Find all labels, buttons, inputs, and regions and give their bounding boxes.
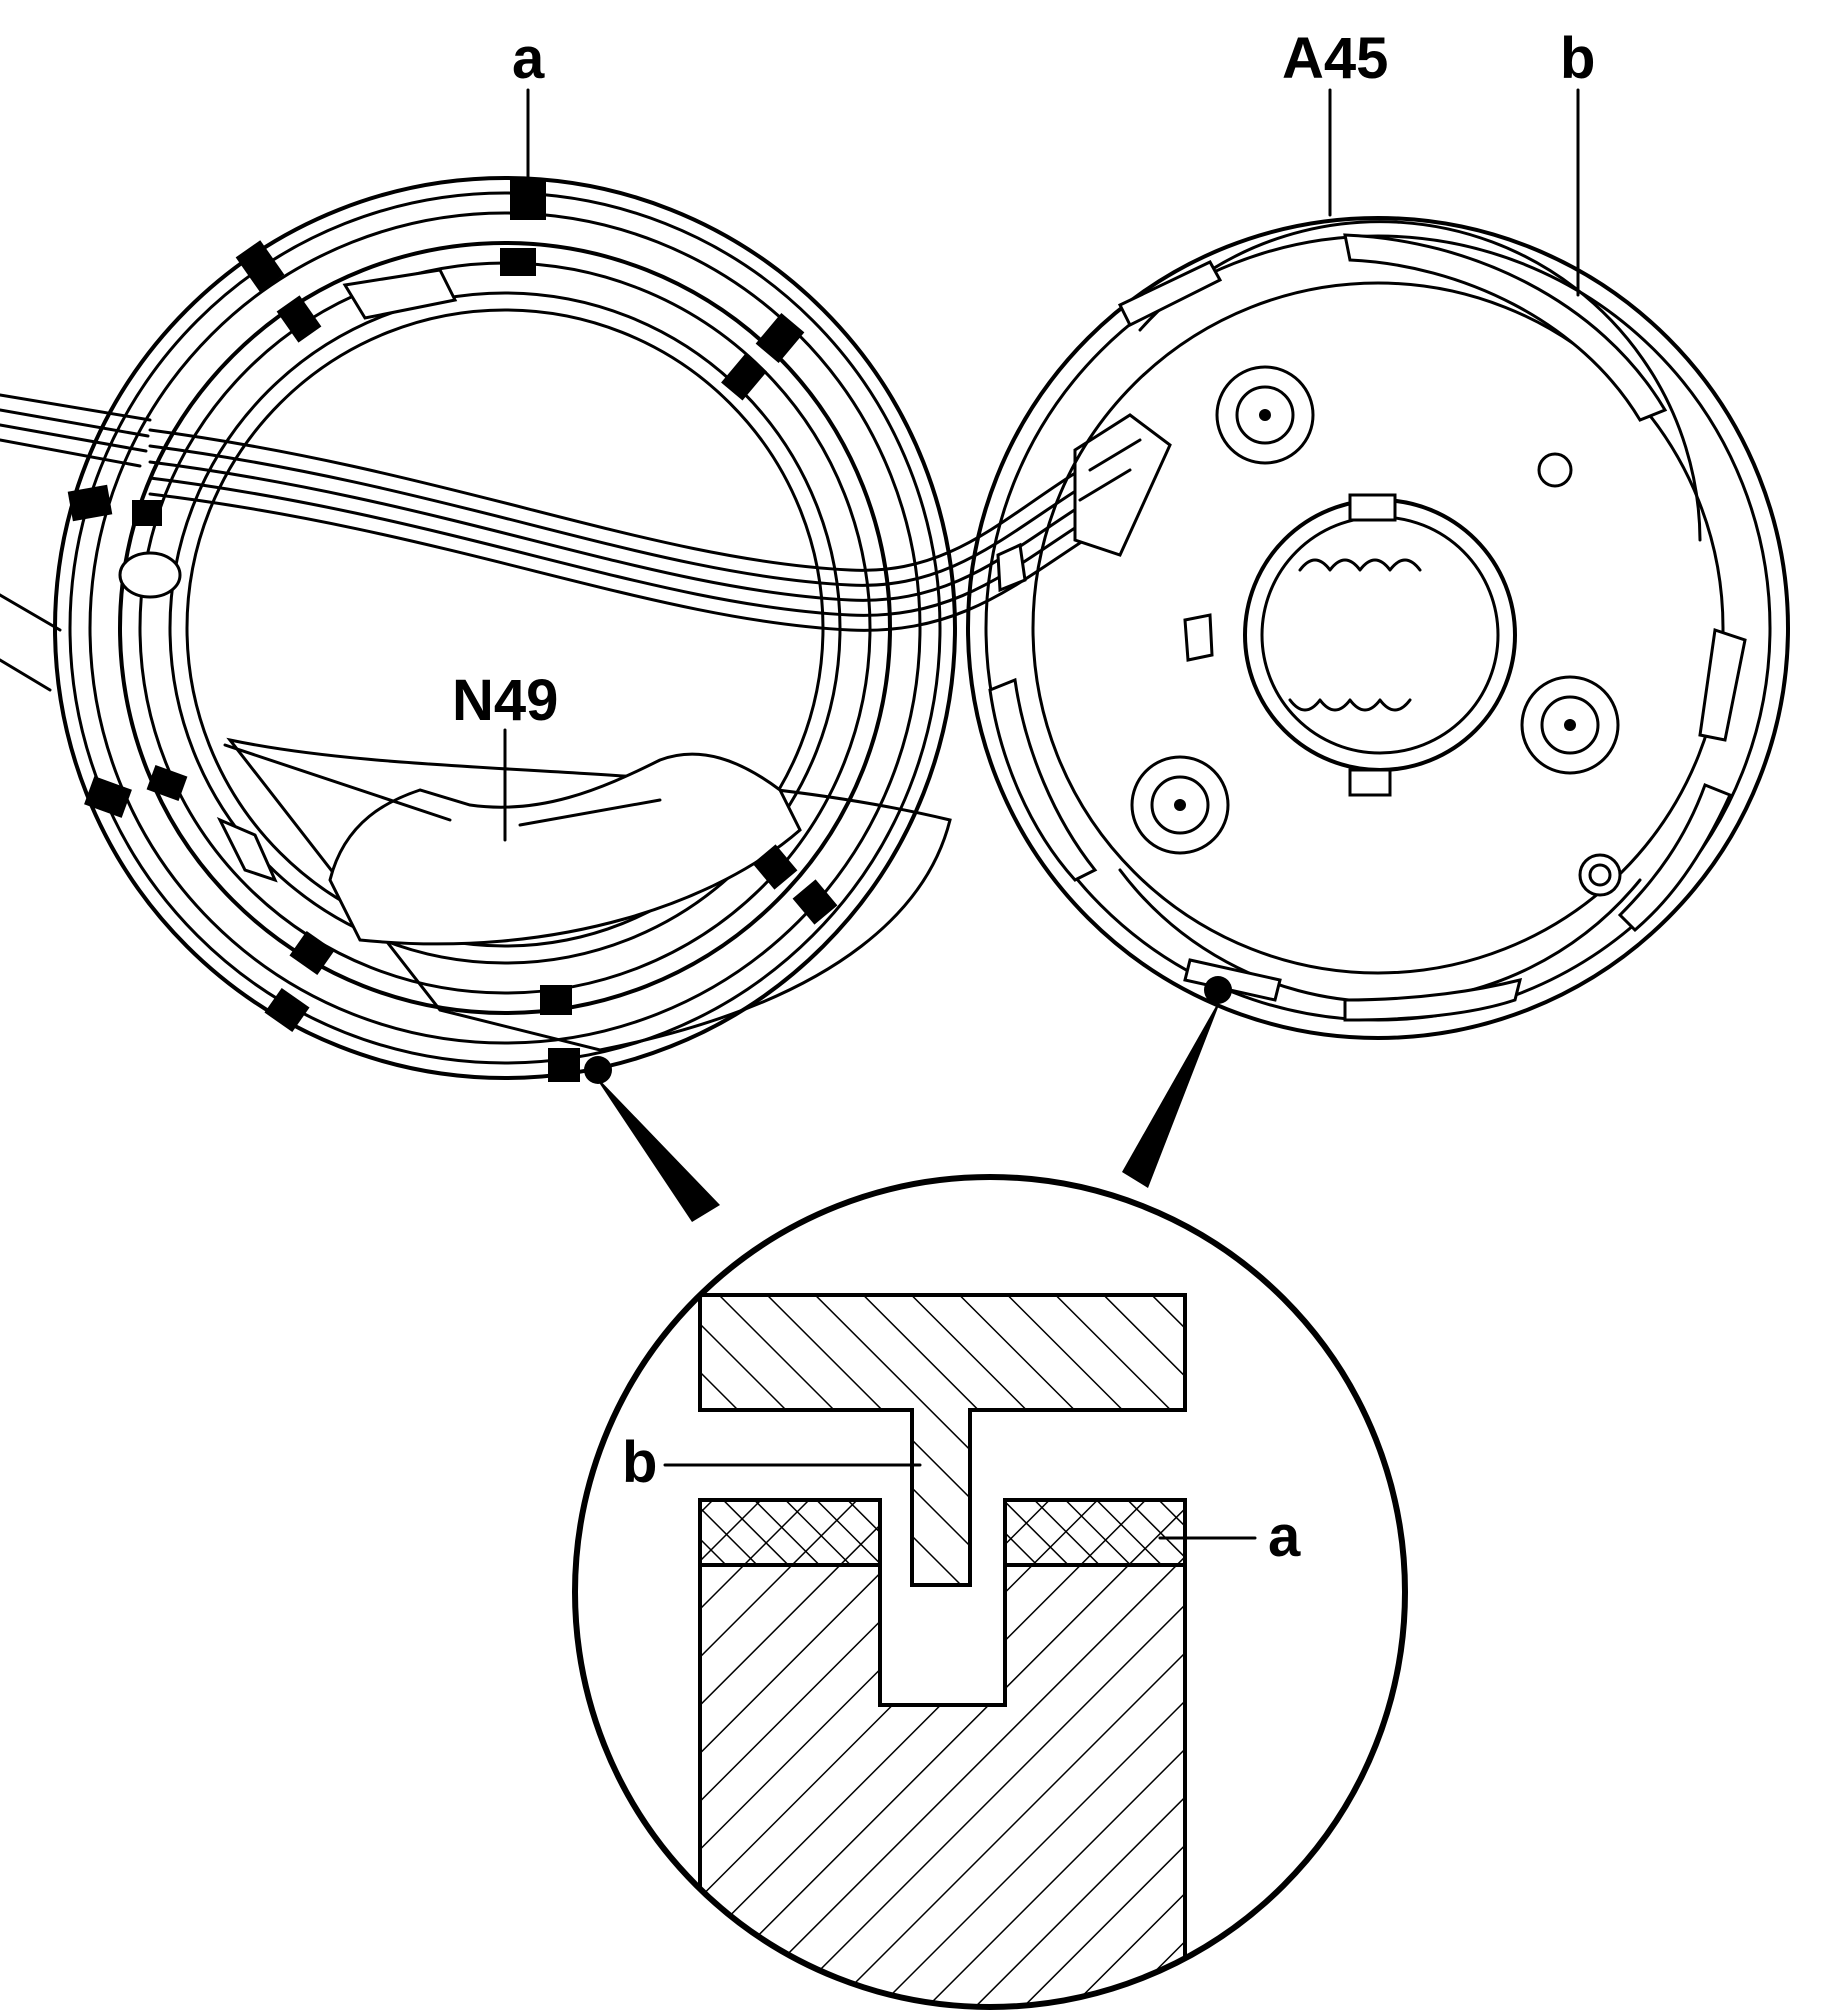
n49-sensor-body bbox=[328, 752, 802, 946]
boss-right bbox=[1520, 675, 1620, 775]
boss-left bbox=[1130, 755, 1230, 855]
lower-left-clip bbox=[216, 817, 278, 883]
layer-a-left bbox=[698, 1498, 882, 1567]
right-outer-ring bbox=[966, 216, 1790, 1040]
ring-mark-upper-left bbox=[235, 240, 285, 292]
layer-a-right bbox=[1003, 1498, 1187, 1567]
hub-teeth bbox=[1288, 558, 1422, 712]
guide-bottom-left bbox=[1183, 958, 1282, 1002]
harness-connector bbox=[1073, 413, 1172, 557]
guide-top-right bbox=[1343, 233, 1668, 422]
ring-mark-lower-right bbox=[752, 844, 798, 890]
ring-mark-right-inner bbox=[721, 353, 767, 401]
label-top-a45: A45 bbox=[1282, 26, 1388, 91]
top-clip bbox=[342, 268, 458, 320]
detail-callout-leaders bbox=[592, 992, 1224, 1222]
ring-mark-upper-left-inner bbox=[276, 295, 322, 343]
ring-mark-top-inner bbox=[500, 248, 536, 276]
ring-mark-upper-right bbox=[755, 313, 805, 363]
hub-outer bbox=[1243, 498, 1517, 772]
label-top-b: b bbox=[1560, 26, 1595, 91]
ring-mark-bottom-2 bbox=[548, 1048, 580, 1082]
ring-mark-left bbox=[67, 484, 113, 522]
ring-mark-lower-left-inner bbox=[146, 764, 188, 802]
leader-left-wedge bbox=[592, 1072, 720, 1222]
guide-left-upper bbox=[996, 542, 1027, 593]
ring-mark-left-inner bbox=[132, 500, 162, 526]
leader-right-wedge bbox=[1122, 992, 1224, 1188]
ring-mark-top bbox=[510, 180, 546, 220]
guide-top-left bbox=[1117, 260, 1223, 328]
label-detail-b: b bbox=[622, 1430, 657, 1495]
wire-harness bbox=[148, 413, 1172, 632]
label-detail-a: a bbox=[1268, 1504, 1301, 1569]
right-inner-arc bbox=[1138, 220, 1702, 542]
lower-left-strut bbox=[0, 593, 62, 692]
hub-inner bbox=[1260, 515, 1500, 755]
right-ring-3 bbox=[1031, 281, 1725, 975]
hub-tab-left bbox=[1183, 613, 1214, 662]
ring-mark-bottom-left bbox=[289, 930, 335, 976]
guide-left bbox=[988, 677, 1098, 882]
n49-sensor-edge bbox=[223, 743, 662, 827]
locating-pin-lower bbox=[1578, 853, 1622, 897]
right-detail-marker bbox=[1204, 976, 1232, 1004]
outer-ring-2 bbox=[68, 191, 942, 1065]
ring-mark-lower-left bbox=[84, 776, 132, 818]
label-n49: N49 bbox=[452, 668, 558, 733]
ring-mark-bottom-left-2 bbox=[264, 987, 310, 1033]
left-latch bbox=[118, 551, 182, 599]
left-detail-marker bbox=[584, 1056, 612, 1084]
ring-mark-lower-right-2 bbox=[792, 879, 838, 925]
guide-right bbox=[1698, 628, 1747, 742]
outer-ring-3 bbox=[88, 211, 922, 1045]
right-ring-assembly bbox=[966, 216, 1790, 1040]
section-detail bbox=[572, 1174, 1408, 2010]
hub-tab-bottom bbox=[1348, 768, 1392, 797]
t-piece bbox=[698, 1293, 1187, 1587]
ring-mark-bottom bbox=[540, 985, 572, 1015]
cable-left-out bbox=[0, 393, 152, 468]
hub-tab-top bbox=[1348, 493, 1397, 522]
label-top-a: a bbox=[512, 26, 545, 91]
boss-top bbox=[1215, 365, 1315, 465]
outer-ring-1 bbox=[53, 176, 957, 1080]
left-ring-assembly bbox=[0, 176, 957, 1084]
locating-pin bbox=[1537, 452, 1573, 488]
guide-right-lower bbox=[1617, 783, 1733, 933]
guide-bottom bbox=[1343, 977, 1523, 1022]
